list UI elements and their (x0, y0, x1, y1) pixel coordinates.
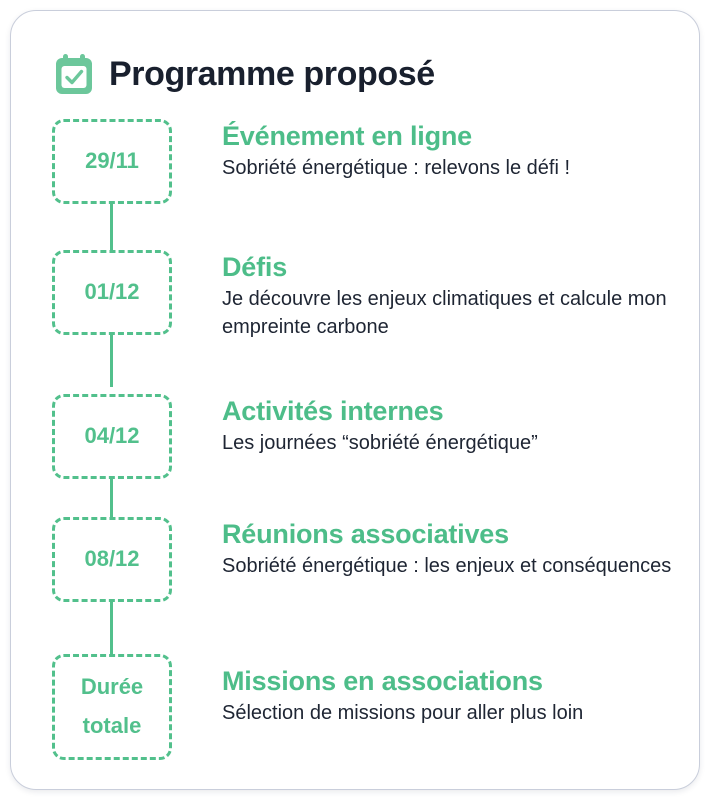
date-badge: 04/12 (52, 393, 172, 479)
entry-description: Je découvre les enjeux climatiques et ca… (222, 288, 667, 339)
timeline-entry-content: Événement en ligne Sobriété énergétique … (222, 119, 679, 182)
timeline-entry: 08/12 Réunions associatives Sobriété éne… (52, 516, 679, 654)
entry-title: Défis (222, 252, 288, 282)
entry-description: Sobriété énergétique : les enjeux et con… (222, 554, 672, 577)
timeline-entry: Durée totale Missions en associations Sé… (52, 653, 679, 760)
entry-description: Sobriété énergétique : relevons le défi … (222, 157, 570, 180)
timeline-badge-column: 29/11 (52, 119, 222, 250)
date-badge-label: 29/11 (85, 148, 139, 174)
entry-title: Événement en ligne (222, 121, 472, 151)
timeline-connector (110, 204, 113, 250)
timeline-connector (110, 601, 113, 654)
date-badge: 01/12 (52, 250, 172, 335)
timeline-badge-column: Durée totale (52, 653, 222, 760)
date-badge: 29/11 (52, 119, 172, 204)
programme-timeline: 29/11 Événement en ligne Sobriété énergé… (52, 119, 679, 760)
entry-title: Réunions associatives (222, 518, 509, 549)
timeline-connector (110, 478, 113, 517)
programme-card: Programme proposé 29/11 Événement en lig… (10, 10, 700, 790)
date-badge-label: 08/12 (84, 546, 140, 572)
duration-badge-label-line1: Durée (80, 674, 144, 700)
calendar-check-icon (52, 52, 96, 96)
timeline-entry: 29/11 Événement en ligne Sobriété énergé… (52, 119, 679, 250)
timeline-entry-content: Défis Je découvre les enjeux climatiques… (222, 250, 679, 342)
entry-title: Missions en associations (222, 665, 543, 696)
timeline-entry: 04/12 Activités internes Les journées “s… (52, 393, 679, 517)
entry-title: Activités internes (222, 395, 444, 426)
timeline-entry-content: Activités internes Les journées “sobriét… (222, 394, 679, 457)
duration-badge-label-line2: totale (82, 712, 142, 738)
page-title: Programme proposé (109, 55, 435, 93)
card-header: Programme proposé (52, 52, 435, 96)
timeline-entry-content: Réunions associatives Sobriété énergétiq… (222, 517, 679, 580)
timeline-badge-column: 08/12 (52, 516, 222, 654)
timeline-connector (110, 335, 113, 387)
entry-description: Sélection de missions pour aller plus lo… (222, 701, 584, 724)
timeline-entry: 01/12 Défis Je découvre les enjeux clima… (52, 250, 679, 387)
date-badge: 08/12 (52, 516, 172, 602)
timeline-badge-column: 01/12 (52, 250, 222, 387)
timeline-badge-column: 04/12 (52, 393, 222, 517)
duration-badge: Durée totale (52, 653, 172, 760)
timeline-entry-content: Missions en associations Sélection de mi… (222, 654, 679, 727)
entry-description: Les journées “sobriété énergétique” (222, 431, 538, 454)
date-badge-label: 01/12 (84, 279, 140, 305)
date-badge-label: 04/12 (84, 423, 140, 449)
